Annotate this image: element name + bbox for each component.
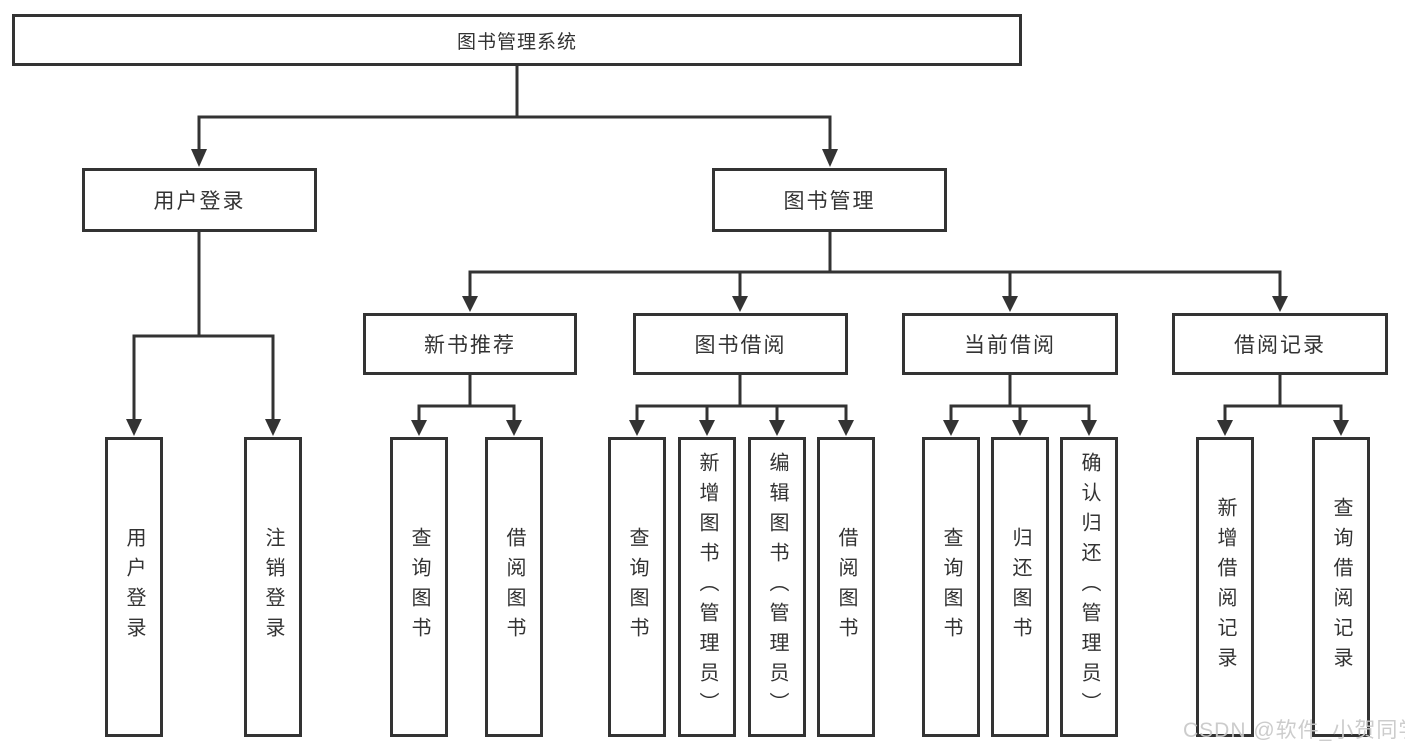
node-user-login: 用户登录 bbox=[82, 168, 317, 232]
leaf-confirm-return-admin: 确认归还（管理员） bbox=[1060, 437, 1118, 737]
node-book-borrow-label: 图书借阅 bbox=[694, 334, 787, 357]
leaf-borrow-books-borrow-label: 借阅图书 bbox=[835, 527, 857, 647]
node-book-borrow: 图书借阅 bbox=[633, 313, 848, 375]
edges-book-borrow-branch bbox=[629, 374, 854, 436]
leaf-confirm-return-admin-label: 确认归还（管理员） bbox=[1078, 452, 1100, 722]
leaf-add-book-admin: 新增图书（管理员） bbox=[678, 437, 736, 737]
edges-borrow-records-branch bbox=[1217, 374, 1349, 436]
watermark: CSDN @软件_小贺同学 bbox=[1183, 719, 1405, 742]
leaf-borrow-books-recommend: 借阅图书 bbox=[485, 437, 543, 737]
node-current-borrow-label: 当前借阅 bbox=[964, 334, 1056, 357]
leaf-edit-book-admin-label: 编辑图书（管理员） bbox=[766, 452, 788, 722]
node-book-management-label: 图书管理 bbox=[783, 190, 876, 213]
leaf-query-books-recommend-label: 查询图书 bbox=[408, 527, 430, 647]
leaf-query-books-borrow: 查询图书 bbox=[608, 437, 666, 737]
node-borrow-records: 借阅记录 bbox=[1172, 313, 1388, 375]
node-current-borrow: 当前借阅 bbox=[902, 313, 1118, 375]
leaf-query-borrow-record: 查询借阅记录 bbox=[1312, 437, 1370, 737]
leaf-edit-book-admin: 编辑图书（管理员） bbox=[748, 437, 806, 737]
leaf-add-borrow-record: 新增借阅记录 bbox=[1196, 437, 1254, 737]
leaf-borrow-books-recommend-label: 借阅图书 bbox=[503, 527, 525, 647]
edges-current-borrow-branch bbox=[943, 374, 1097, 436]
leaf-query-books-current-label: 查询图书 bbox=[940, 527, 962, 647]
leaf-borrow-books-borrow: 借阅图书 bbox=[817, 437, 875, 737]
edges-new-book-recommend-branch bbox=[411, 374, 522, 436]
leaf-query-borrow-record-label: 查询借阅记录 bbox=[1330, 497, 1352, 677]
leaf-user-login-label: 用户登录 bbox=[123, 527, 145, 647]
edges-root-to-level2 bbox=[191, 64, 838, 167]
leaf-logout: 注销登录 bbox=[244, 437, 302, 737]
node-root-system-label: 图书管理系统 bbox=[456, 31, 577, 53]
leaf-query-books-current: 查询图书 bbox=[922, 437, 980, 737]
leaf-logout-label: 注销登录 bbox=[262, 527, 284, 647]
node-borrow-records-label: 借阅记录 bbox=[1234, 334, 1326, 357]
leaf-query-books-recommend: 查询图书 bbox=[390, 437, 448, 737]
node-root-system: 图书管理系统 bbox=[12, 14, 1022, 66]
edges-user-login-branch bbox=[126, 230, 281, 436]
leaf-return-book: 归还图书 bbox=[991, 437, 1049, 737]
leaf-add-borrow-record-label: 新增借阅记录 bbox=[1214, 497, 1236, 677]
leaf-return-book-label: 归还图书 bbox=[1009, 527, 1031, 647]
leaf-query-books-borrow-label: 查询图书 bbox=[626, 527, 648, 647]
edges-book-management-to-level3 bbox=[462, 230, 1288, 312]
node-new-book-recommend: 新书推荐 bbox=[363, 313, 577, 375]
leaf-user-login: 用户登录 bbox=[105, 437, 163, 737]
leaf-add-book-admin-label: 新增图书（管理员） bbox=[696, 452, 718, 722]
node-user-login-label: 用户登录 bbox=[153, 190, 246, 213]
node-new-book-recommend-label: 新书推荐 bbox=[424, 334, 516, 357]
node-book-management: 图书管理 bbox=[712, 168, 947, 232]
